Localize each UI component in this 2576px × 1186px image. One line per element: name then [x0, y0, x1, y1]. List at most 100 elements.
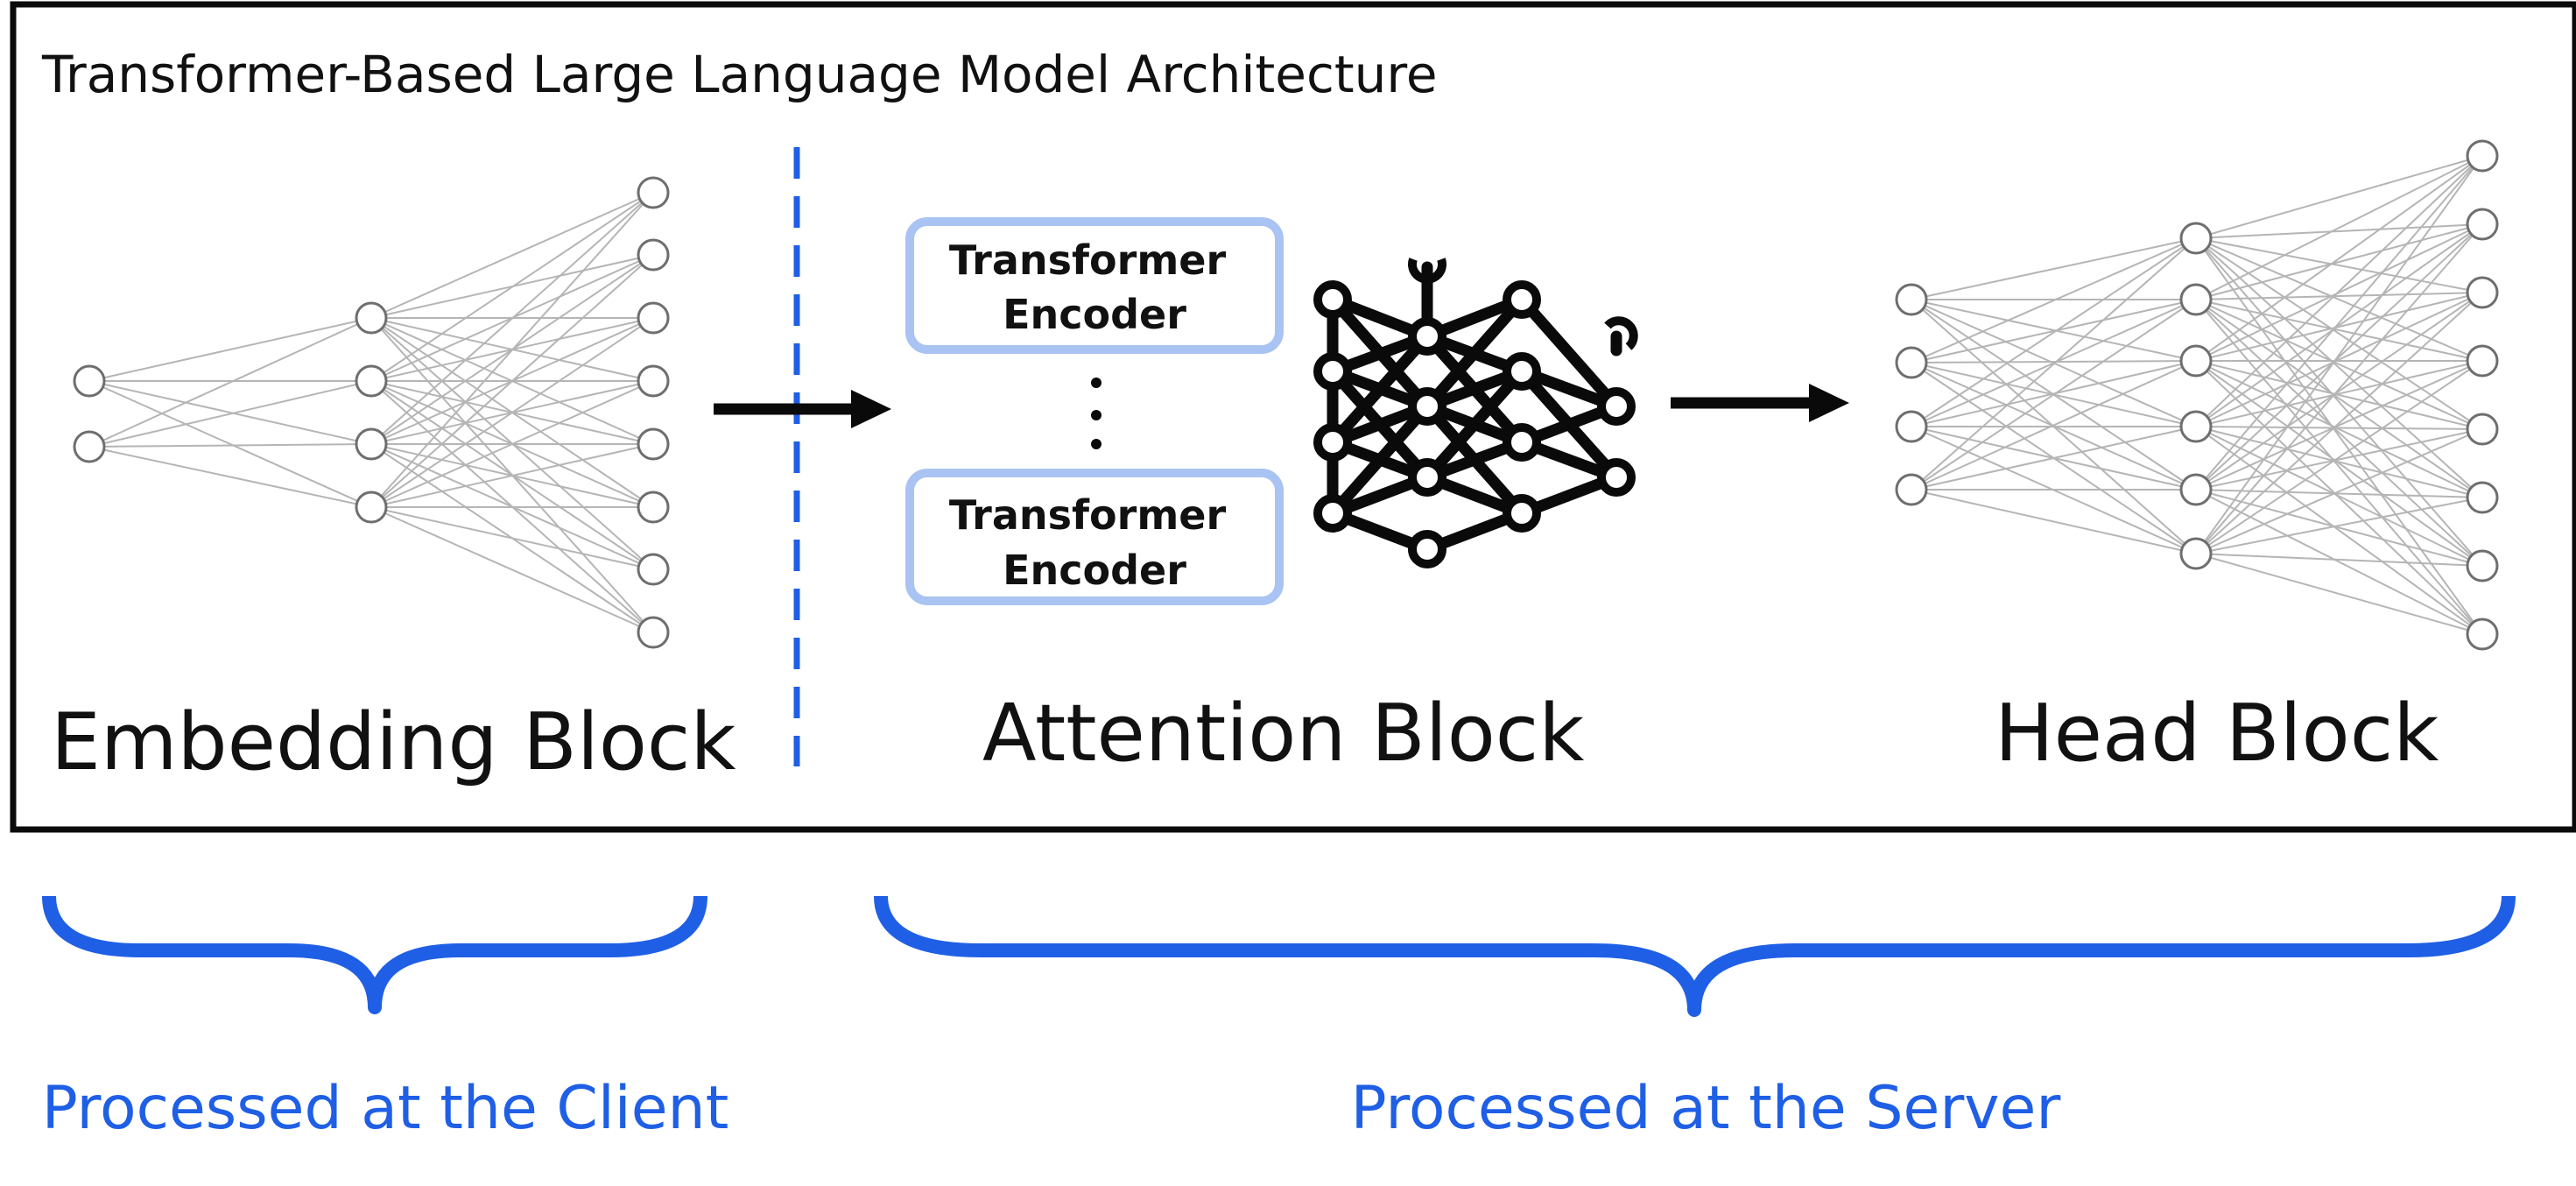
network-node — [1313, 423, 1352, 462]
network-edge — [2195, 489, 2483, 498]
network-edge — [370, 192, 654, 508]
network-edge — [2195, 299, 2483, 635]
network-edge — [1421, 365, 1528, 484]
network-edge — [2195, 497, 2483, 554]
network-node — [2466, 413, 2499, 446]
network-edge — [2195, 428, 2483, 554]
encoder-label-line-1: Transformer — [949, 236, 1227, 284]
network-edge — [88, 443, 372, 448]
network-edge — [2195, 237, 2483, 498]
network-edge — [370, 380, 654, 508]
network-edge — [2195, 155, 2483, 239]
network-edge — [2195, 223, 2483, 239]
network-node — [2466, 549, 2499, 582]
network-edge — [88, 380, 372, 448]
vertical-ellipsis-icon — [1091, 378, 1101, 449]
head-network-icon — [1895, 139, 2499, 651]
network-edge — [1327, 400, 1433, 519]
network-node — [1597, 387, 1636, 426]
network-node — [355, 301, 388, 335]
encoder-label-line-2: Encoder — [1003, 291, 1186, 338]
network-node — [1408, 387, 1446, 426]
network-edge — [2195, 360, 2483, 554]
network-node — [637, 427, 670, 461]
network-edge — [1911, 360, 2197, 364]
network-edge — [2195, 155, 2483, 491]
network-edge — [2195, 223, 2483, 362]
network-node — [355, 364, 388, 398]
network-node — [2179, 344, 2213, 378]
network-edge — [1911, 299, 2197, 364]
network-edge — [2195, 155, 2483, 427]
network-node — [1597, 458, 1636, 497]
network-edge — [1911, 360, 2197, 491]
network-node — [637, 301, 670, 335]
network-edge — [2195, 223, 2483, 491]
network-edge — [2195, 155, 2483, 362]
network-node — [637, 238, 670, 272]
network-node — [2179, 537, 2213, 570]
network-node — [2466, 481, 2499, 514]
network-edge — [2195, 237, 2483, 430]
diagram-frame — [10, 1, 2576, 833]
network-edge — [1911, 237, 2197, 364]
network-edge — [2195, 360, 2483, 427]
network-node — [73, 364, 106, 398]
network-edge — [370, 254, 654, 508]
server-label: Processed at the Server — [1351, 1074, 2061, 1143]
right-arrow-icon — [1671, 384, 1849, 422]
network-edge — [370, 192, 654, 319]
network-node — [355, 427, 388, 461]
network-node — [2466, 208, 2499, 241]
transformer-encoder-box-bottom: Transformer Encoder — [905, 469, 1284, 605]
network-edge — [2195, 299, 2483, 430]
network-node — [2179, 283, 2213, 316]
network-node — [2466, 276, 2499, 309]
network-node — [1895, 410, 1928, 443]
embedding-block-label: Embedding Block — [51, 696, 736, 788]
network-node — [637, 364, 670, 398]
network-node — [1313, 352, 1352, 391]
network-edge — [88, 380, 372, 508]
network-edge — [2195, 360, 2483, 498]
network-node — [355, 491, 388, 524]
network-node — [2179, 222, 2213, 255]
network-node — [1313, 494, 1352, 533]
network-edge — [1911, 299, 2197, 491]
network-edge — [2195, 426, 2483, 430]
network-edge — [2195, 223, 2483, 554]
network-node — [637, 616, 670, 649]
encoder-label-bottom: Transformer Encoder — [949, 491, 1240, 594]
network-node — [637, 176, 670, 209]
network-node — [2179, 410, 2213, 443]
network-edge — [370, 192, 654, 445]
client-label: Processed at the Client — [42, 1074, 729, 1143]
network-edge — [88, 380, 372, 445]
network-edge — [1327, 330, 1433, 448]
network-edge — [2195, 237, 2483, 567]
network-edge — [1421, 293, 1528, 413]
network-node — [2466, 344, 2499, 378]
network-node — [1503, 280, 1541, 319]
network-edge — [370, 443, 654, 508]
network-edge — [2195, 360, 2483, 635]
network-edge — [2195, 292, 2483, 491]
network-edge — [1911, 237, 2197, 491]
network-node — [1503, 423, 1541, 462]
network-edge — [2195, 223, 2483, 300]
network-node — [1408, 317, 1446, 356]
network-edge — [2195, 237, 2483, 293]
network-edge — [2195, 428, 2483, 491]
network-node — [1895, 346, 1928, 379]
client-brace — [42, 895, 707, 1014]
network-edge — [2195, 292, 2483, 427]
network-node — [1313, 280, 1352, 319]
network-edge — [2195, 489, 2483, 635]
network-node — [1895, 283, 1928, 316]
network-node — [1503, 494, 1541, 533]
network-edge — [2195, 155, 2483, 300]
network-edge — [1911, 237, 2197, 300]
network-edge — [88, 446, 372, 508]
network-edge — [2195, 292, 2483, 554]
